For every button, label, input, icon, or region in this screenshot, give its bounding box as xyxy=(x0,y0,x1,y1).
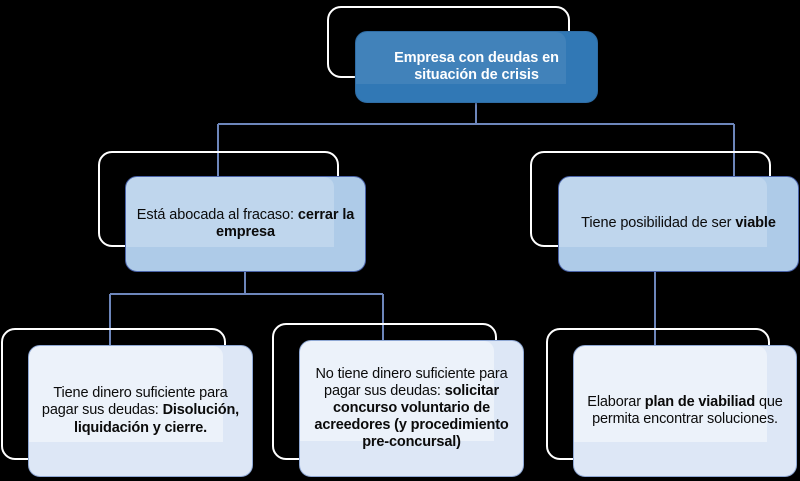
node-abocada-al-fracaso-label: Está abocada al fracaso: cerrar la empre… xyxy=(136,206,355,240)
node-tiene-dinero-suficiente[interactable]: Tiene dinero suficiente para pagar sus d… xyxy=(28,345,253,477)
node-no-tiene-dinero-suficiente-emphasis: solicitar concurso voluntario de acreedo… xyxy=(314,382,509,451)
node-no-tiene-dinero-suficiente[interactable]: No tiene dinero suficiente para pagar su… xyxy=(299,340,524,477)
node-tiene-dinero-suficiente-emphasis: Disolución, liquidación y cierre. xyxy=(73,402,240,436)
node-tiene-dinero-suficiente-label: Tiene dinero suficiente para pagar sus d… xyxy=(41,385,240,436)
node-posibilidad-viable-label: Tiene posibilidad de ser viable xyxy=(581,215,776,232)
node-plan-de-viabilidad[interactable]: Elaborar plan de viabiliad que permita e… xyxy=(573,345,797,477)
node-abocada-al-fracaso[interactable]: Está abocada al fracaso: cerrar la empre… xyxy=(125,176,366,272)
node-plan-de-viabilidad-label: Elaborar plan de viabiliad que permita e… xyxy=(587,393,783,427)
node-abocada-al-fracaso-emphasis: cerrar la empresa xyxy=(216,206,355,240)
node-empresa-con-deudas-label: Empresa con deudas en situación de crisi… xyxy=(394,49,559,83)
node-posibilidad-viable[interactable]: Tiene posibilidad de ser viable xyxy=(558,176,799,272)
node-plan-de-viabilidad-emphasis: plan de viabiliad xyxy=(644,393,756,410)
node-empresa-con-deudas[interactable]: Empresa con deudas en situación de crisi… xyxy=(355,31,598,103)
node-no-tiene-dinero-suficiente-label: No tiene dinero suficiente para pagar su… xyxy=(314,365,509,451)
node-posibilidad-viable-emphasis: viable xyxy=(735,215,776,232)
